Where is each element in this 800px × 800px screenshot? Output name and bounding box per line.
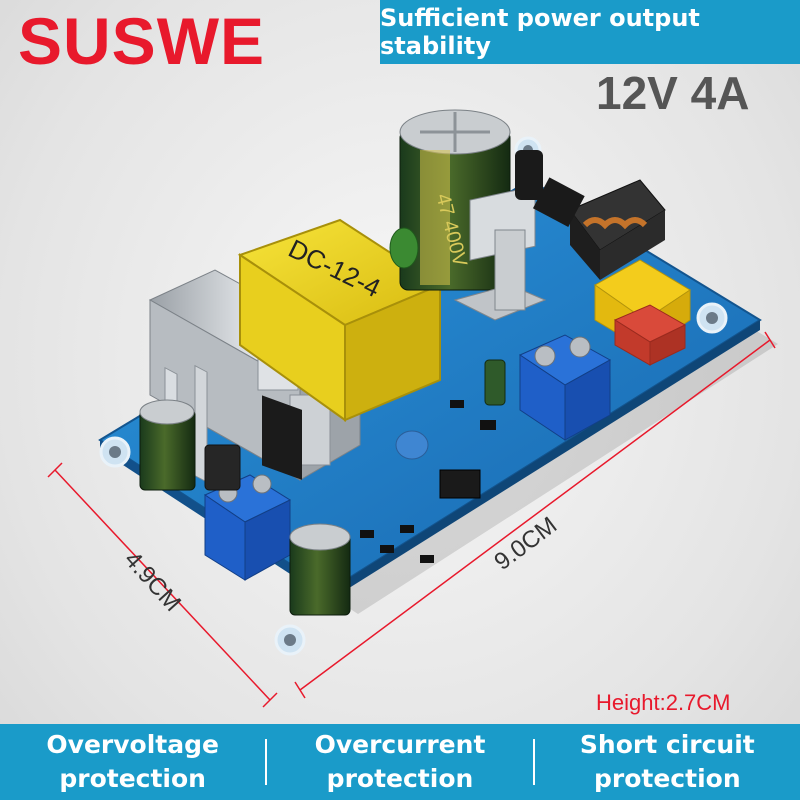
- feature-line: protection: [326, 764, 474, 793]
- mosfet: [453, 185, 547, 321]
- feature-line: protection: [59, 764, 206, 793]
- voltage-current-spec: 12V 4A: [596, 67, 750, 119]
- mounting-holes: [99, 136, 728, 656]
- power-supply-board-photo: DC-12-4 47 400V: [47, 109, 778, 708]
- stability-banner: Sufficient power output stability: [380, 0, 800, 64]
- dimension-depth: [47, 462, 278, 708]
- output-terminal-block: [203, 474, 292, 581]
- feature-overcurrent: Overcurrent protection: [267, 728, 532, 796]
- height-note: Height:2.7CM: [596, 690, 731, 715]
- dimension-width: [294, 331, 776, 699]
- feature-line: Overvoltage: [46, 730, 219, 759]
- feature-divider: [265, 739, 268, 785]
- pcb-edge: [330, 320, 760, 600]
- feature-divider: [532, 739, 535, 785]
- output-capacitor: [139, 399, 351, 616]
- feature-line: protection: [594, 764, 741, 793]
- feature-overvoltage: Overvoltage protection: [0, 728, 265, 796]
- feature-line: Short circuit: [579, 730, 755, 759]
- red-capacitor: [613, 304, 687, 366]
- small-components: [360, 150, 585, 563]
- brand-logo: SUSWE: [18, 4, 266, 78]
- feature-short-circuit: Short circuit protection: [535, 728, 800, 796]
- protection-features-bar: Overvoltage protection Overcurrent prote…: [0, 724, 800, 800]
- feature-line: Overcurrent: [314, 730, 486, 759]
- input-terminal-block: [518, 334, 612, 441]
- transformer: DC-12-4: [237, 218, 443, 480]
- depth-dimension-label: 4.9CM: [119, 546, 186, 617]
- choke-coil: [569, 179, 666, 280]
